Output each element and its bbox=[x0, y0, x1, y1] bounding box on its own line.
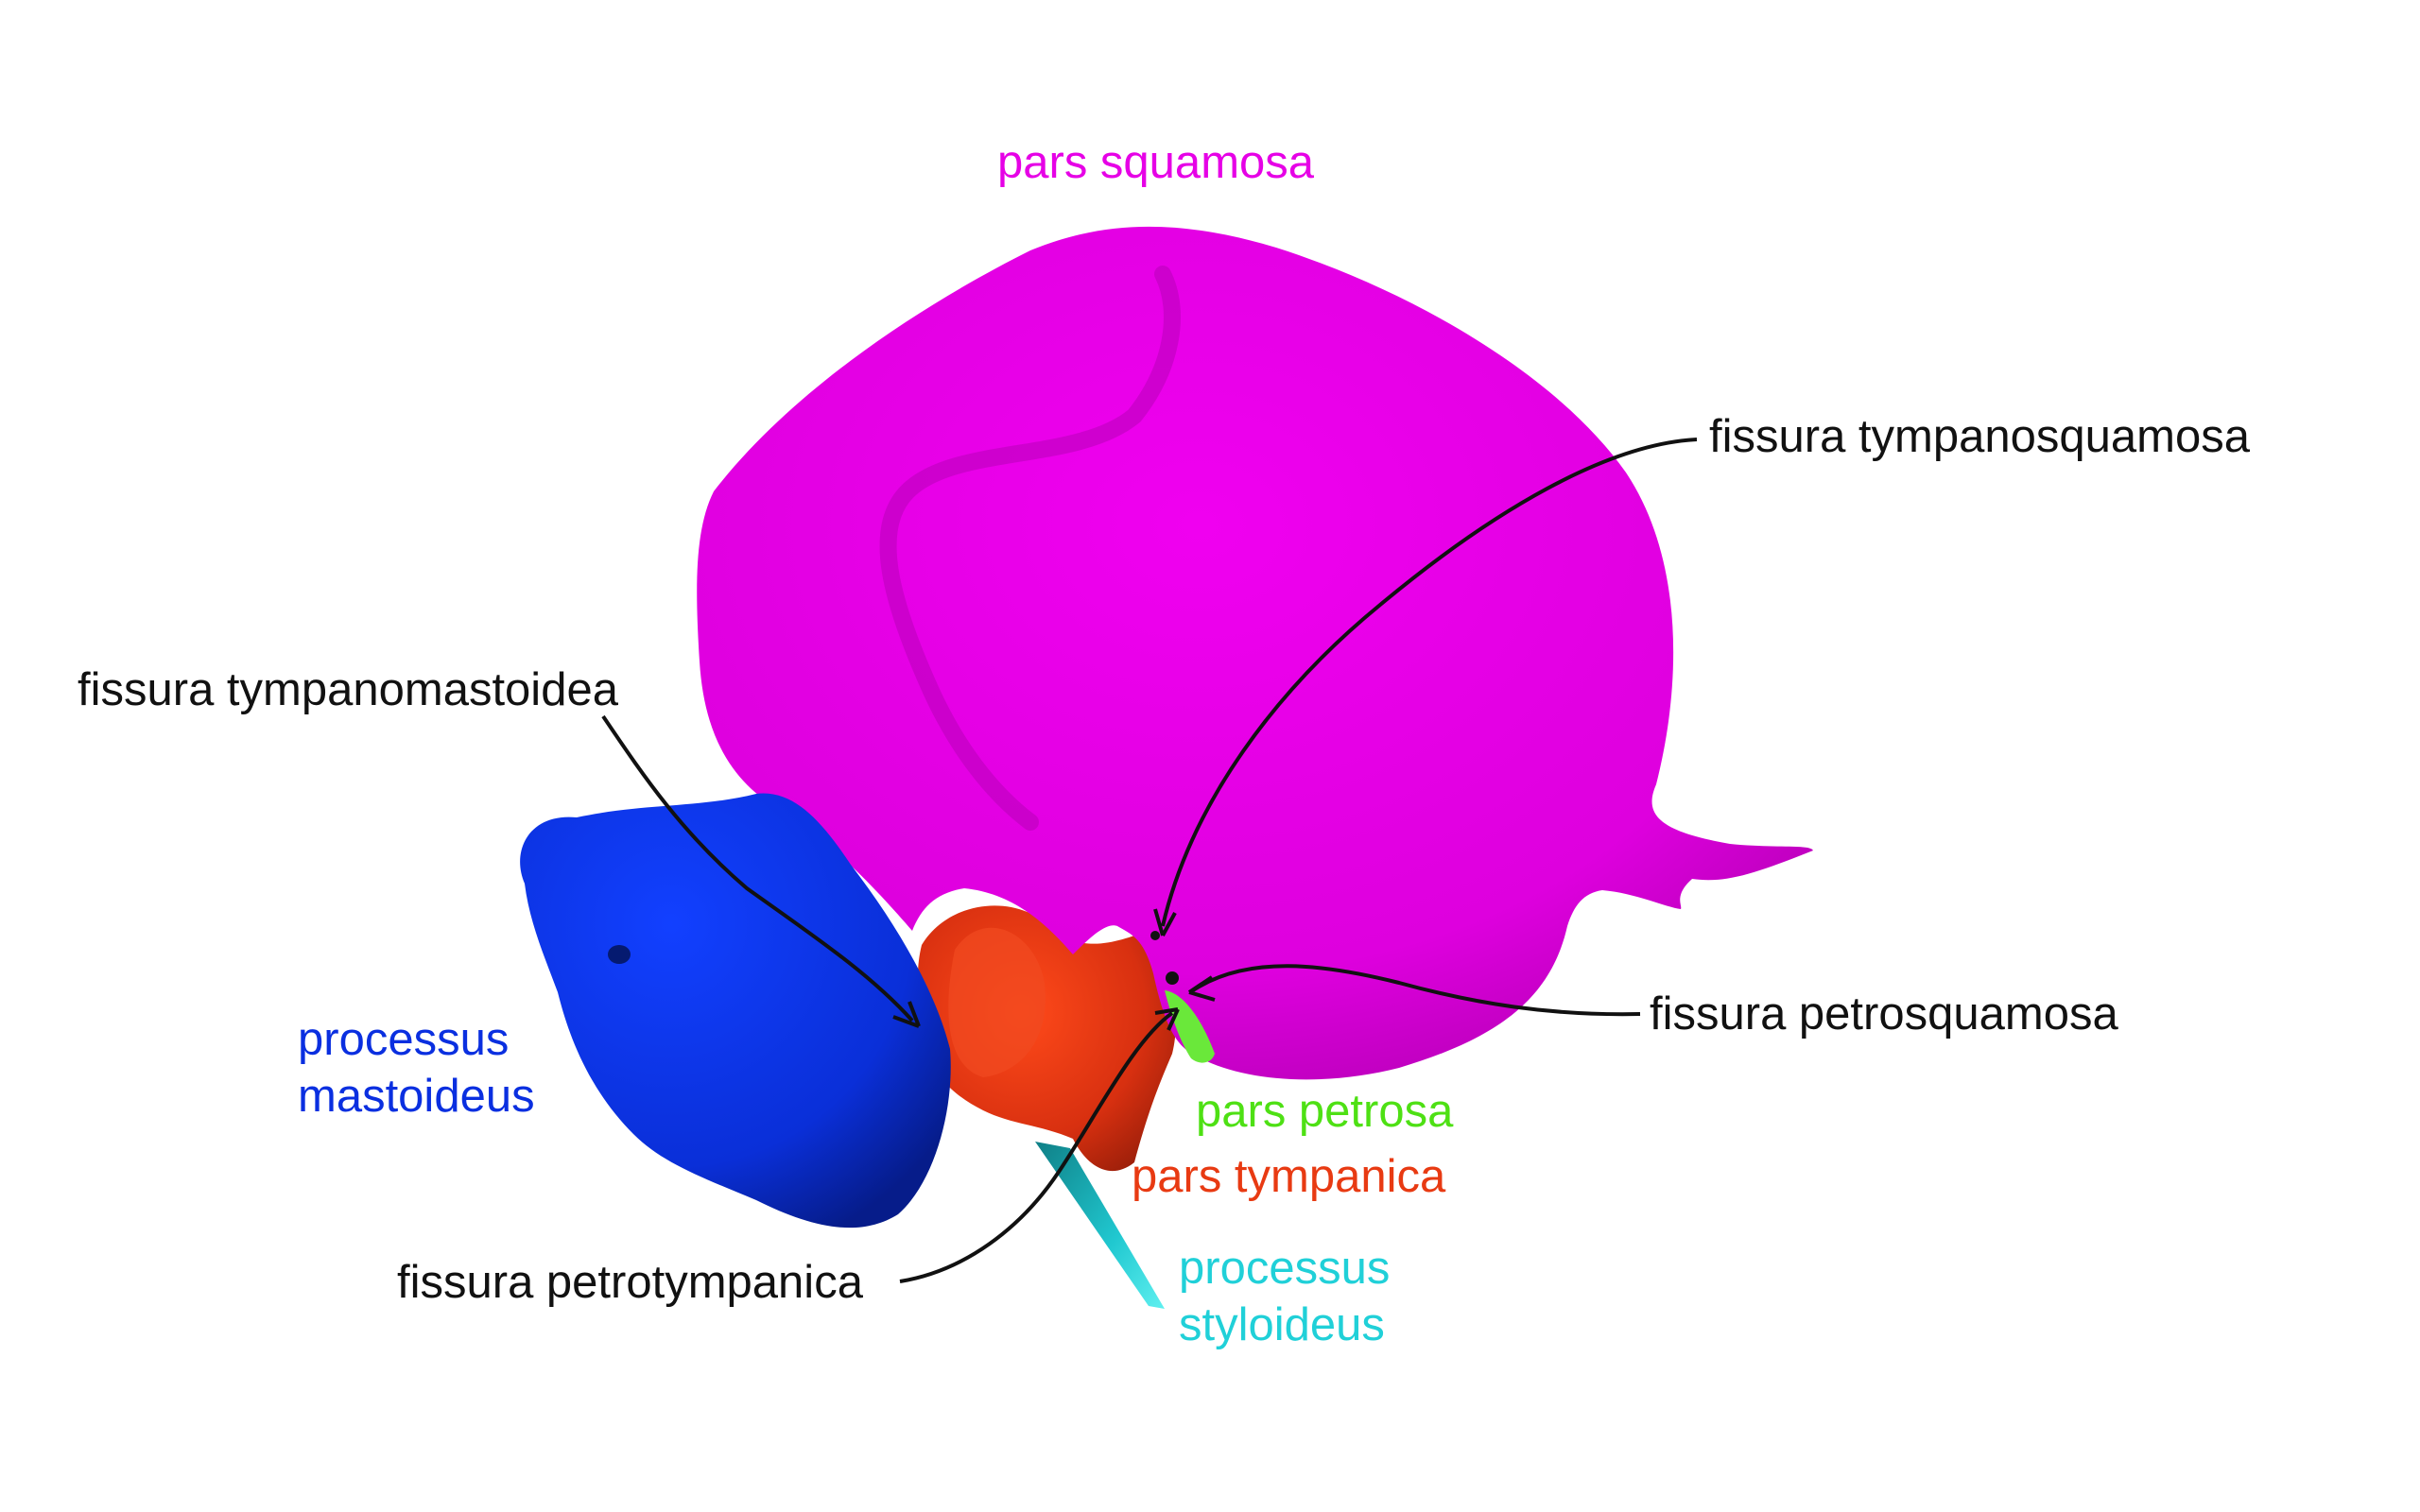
label-fissura-petrotympanica: fissura petrotympanica bbox=[397, 1257, 863, 1308]
leader-line-tympanosquamosa bbox=[1161, 438, 1698, 927]
label-processus-mastoideus: processus mastoideus bbox=[298, 1011, 535, 1125]
fissura-tympanosquamosa-point bbox=[1150, 931, 1160, 940]
label-pars-squamosa: pars squamosa bbox=[997, 137, 1315, 188]
pars-squamosa-shape bbox=[697, 226, 1814, 1080]
processus-styloideus-shape bbox=[1035, 1142, 1165, 1309]
leader-line-petrosquamosa bbox=[1191, 964, 1641, 1017]
label-processus-mastoideus-line1: processus bbox=[298, 1014, 510, 1065]
arrowhead-tympanosquamosa bbox=[1153, 908, 1177, 936]
label-pars-petrosa: pars petrosa bbox=[1196, 1086, 1454, 1137]
mastoid-foramen-shape bbox=[608, 945, 631, 964]
label-fissura-tympanomastoidea: fissura tympanomastoidea bbox=[78, 664, 618, 715]
label-processus-mastoideus-line2: mastoideus bbox=[298, 1071, 535, 1122]
label-processus-styloideus-line1: processus bbox=[1179, 1243, 1391, 1294]
arrowhead-tympanomastoidea bbox=[892, 1001, 921, 1028]
squamosa-groove-line bbox=[879, 266, 1181, 831]
leader-line-tympanomastoidea bbox=[601, 714, 914, 1022]
external-acoustic-meatus-shape bbox=[948, 927, 1046, 1077]
label-fissura-tympanosquamosa: fissura tympanosquamosa bbox=[1709, 411, 2250, 462]
label-pars-tympanica: pars tympanica bbox=[1132, 1151, 1446, 1202]
label-processus-styloideus: processus styloideus bbox=[1179, 1240, 1390, 1353]
label-processus-styloideus-line2: styloideus bbox=[1179, 1299, 1385, 1350]
fissura-petrosquamosa-point bbox=[1166, 971, 1179, 985]
leader-line-petrotympanica bbox=[899, 1011, 1174, 1283]
label-fissura-petrosquamosa: fissura petrosquamosa bbox=[1650, 988, 2118, 1040]
arrowhead-petrotympanica bbox=[1154, 1007, 1180, 1031]
processus-mastoideus-shape bbox=[520, 793, 951, 1228]
arrowhead-petrosquamosa bbox=[1187, 975, 1216, 1002]
